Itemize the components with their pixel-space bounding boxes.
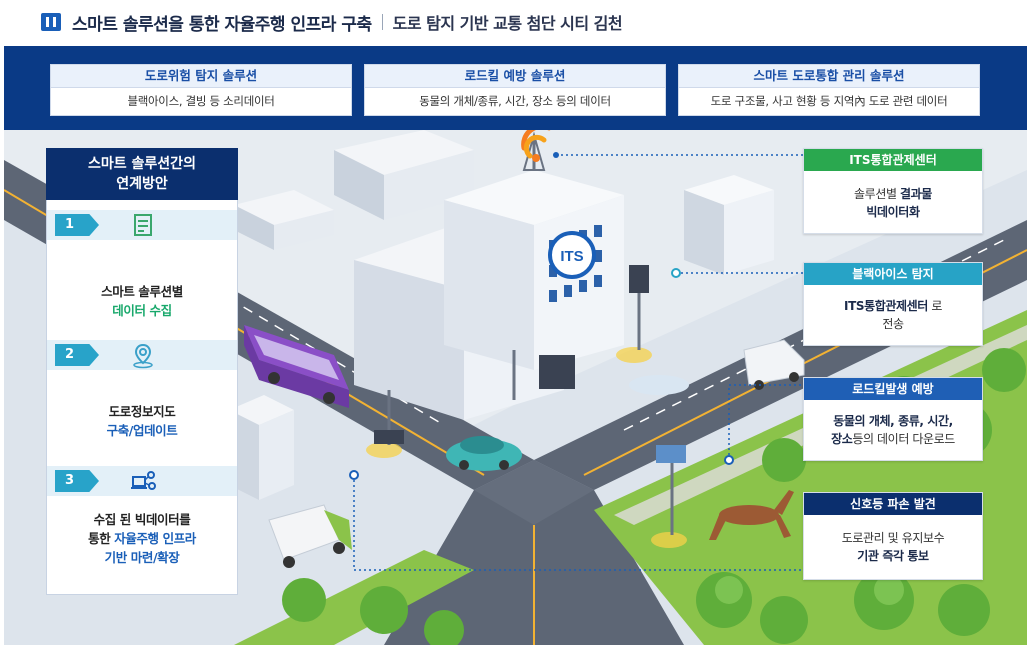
callout-desc: 도로관리 및 유지보수 기관 즉각 통보 (804, 515, 982, 579)
step-3: 3 수집 된 빅데이터를 통한 자율주행 인프라 기반 마련/확장 (47, 466, 237, 567)
step-line-highlight: 구축/업데이트 (106, 423, 178, 438)
page-title: 스마트 솔루션을 통한 자율주행 인프라 구축 (72, 14, 372, 35)
step-strip: 3 (47, 466, 237, 496)
callout-desc: 솔루션별 결과물 빅데이터화 (804, 171, 982, 233)
solution-box-title: 로드킬 예방 솔루션 (365, 65, 665, 88)
callout-black-ice: 블랙아이스 탐지 ITS통합관제센터 로 전송 (803, 262, 983, 346)
step-line-part: 통한 (88, 531, 115, 546)
bus (244, 325, 349, 408)
wireless-signal-icon (521, 130, 551, 162)
callout-title: ITS통합관제센터 (804, 149, 982, 171)
solution-box-title: 도로위험 탐지 솔루션 (51, 65, 351, 88)
step-1: 1 스마트 솔루션별 데이터 수집 (47, 210, 237, 320)
callout-its-center: ITS통합관제센터 솔루션별 결과물 빅데이터화 (803, 148, 983, 234)
solution-box-desc: 블랙아이스, 결빙 등 소리데이터 (127, 94, 275, 108)
step-text: 도로정보지도 구축/업데이트 (47, 402, 237, 440)
solution-box-road-hazard: 도로위험 탐지 솔루션 블랙아이스, 결빙 등 소리데이터 (50, 64, 352, 116)
callout-roadkill: 로드킬발생 예방 동물의 개체, 종류, 시간, 장소등의 데이터 다운로드 (803, 377, 983, 461)
callout-line-bold: 결과물 (900, 187, 932, 201)
solar-panel (656, 445, 686, 463)
step-number: 1 (55, 214, 99, 236)
its-sign-text: ITS (560, 248, 583, 265)
location-pin-icon (129, 341, 157, 369)
its-building: ITS (354, 131, 624, 420)
callout-signal-damage: 신호등 파손 발견 도로관리 및 유지보수 기관 즉각 통보 (803, 492, 983, 580)
callout-desc: ITS통합관제센터 로 전송 (804, 285, 982, 345)
van-white (743, 339, 805, 390)
step-number: 3 (55, 470, 99, 492)
callout-line: 전송 (882, 317, 904, 331)
bracket-logo-icon (40, 11, 62, 33)
callout-title: 신호등 파손 발견 (804, 493, 982, 515)
document-icon (129, 211, 157, 239)
solution-box-road-management: 스마트 도로통합 관리 솔루션 도로 구조물, 사고 현황 등 지역內 도로 관… (678, 64, 980, 116)
step-strip: 1 (47, 210, 237, 240)
callout-line-bold: 빅데이터화 (866, 205, 920, 219)
step-line-highlight: 자율주행 인프라 (114, 531, 196, 546)
building-right (684, 175, 774, 275)
integration-plan-title: 스마트 솔루션간의 연계방안 (46, 148, 238, 200)
callout-line: ITS통합관제센터 로 (808, 297, 978, 315)
callout-line: 도로관리 및 유지보수 (841, 531, 945, 545)
step-line-highlight: 데이터 수집 (112, 303, 172, 318)
connector-lines (353, 154, 804, 571)
callout-line-bold: 장소 (831, 432, 853, 446)
solution-box-desc: 도로 구조물, 사고 현황 등 지역內 도로 관련 데이터 (710, 94, 948, 108)
building-left-bottom (229, 395, 294, 500)
callout-line: 장소등의 데이터 다운로드 (808, 430, 978, 448)
solution-box-desc: 동물의 개체/종류, 시간, 장소 등의 데이터 (419, 94, 611, 108)
road-sign-board (539, 355, 575, 389)
panel-title-line: 스마트 솔루션간의 (88, 156, 196, 172)
panel-title-line: 연계방안 (116, 176, 168, 192)
callout-line-bold: ITS통합관제센터 (844, 299, 928, 313)
step-line: 수집 된 빅데이터를 (93, 512, 191, 527)
deer-figure (709, 490, 794, 540)
step-text: 수집 된 빅데이터를 통한 자율주행 인프라 기반 마련/확장 (47, 510, 237, 567)
step-line-highlight: 기반 마련/확장 (104, 550, 180, 565)
callout-line: 솔루션별 결과물 (808, 185, 978, 203)
page-subtitle: 도로 탐지 기반 교통 첨단 시티 김천 (392, 14, 623, 33)
callout-title: 블랙아이스 탐지 (804, 263, 982, 285)
step-strip: 2 (47, 340, 237, 370)
callout-line-part: 솔루션별 (854, 187, 901, 201)
cctv-box (629, 265, 649, 293)
park-left (234, 550, 474, 645)
connector-dots (349, 152, 734, 480)
callout-desc: 동물의 개체, 종류, 시간, 장소등의 데이터 다운로드 (804, 400, 982, 460)
integration-plan-panel: 스마트 솔루션간의 연계방안 1 스마트 솔루션별 데이터 수집 2 (46, 148, 238, 595)
callout-line-part: 로 (931, 299, 942, 313)
header-divider (381, 14, 383, 30)
step-2: 2 도로정보지도 구축/업데이트 (47, 340, 237, 440)
network-icon (129, 467, 157, 495)
sensor-glow (366, 347, 687, 548)
traffic-signal (374, 430, 404, 444)
page-header: 스마트 솔루션을 통한 자율주행 인프라 구축 도로 탐지 기반 교통 첨단 시… (40, 6, 623, 38)
callout-line-bold: 기관 즉각 통보 (857, 549, 929, 563)
step-line: 통한 자율주행 인프라 (47, 529, 237, 548)
step-line: 스마트 솔루션별 (101, 284, 183, 299)
solution-box-roadkill: 로드킬 예방 솔루션 동물의 개체/종류, 시간, 장소 등의 데이터 (364, 64, 666, 116)
solution-band: 도로위험 탐지 솔루션 블랙아이스, 결빙 등 소리데이터 로드킬 예방 솔루션… (4, 46, 1027, 130)
callout-title: 로드킬발생 예방 (804, 378, 982, 400)
integration-steps: 1 스마트 솔루션별 데이터 수집 2 도로정보지도 구축/업데이트 (46, 200, 238, 595)
callout-line-part: 등의 데이터 다운로드 (852, 432, 955, 446)
black-ice-patch (629, 375, 689, 395)
step-text: 스마트 솔루션별 데이터 수집 (47, 282, 237, 320)
truck (268, 504, 352, 568)
step-line: 도로정보지도 (108, 404, 176, 419)
buildings-back (234, 130, 474, 250)
car-teal (446, 436, 522, 471)
callout-line-bold: 동물의 개체, 종류, 시간, (833, 414, 953, 428)
solution-box-title: 스마트 도로통합 관리 솔루션 (679, 65, 979, 88)
step-number: 2 (55, 344, 99, 366)
